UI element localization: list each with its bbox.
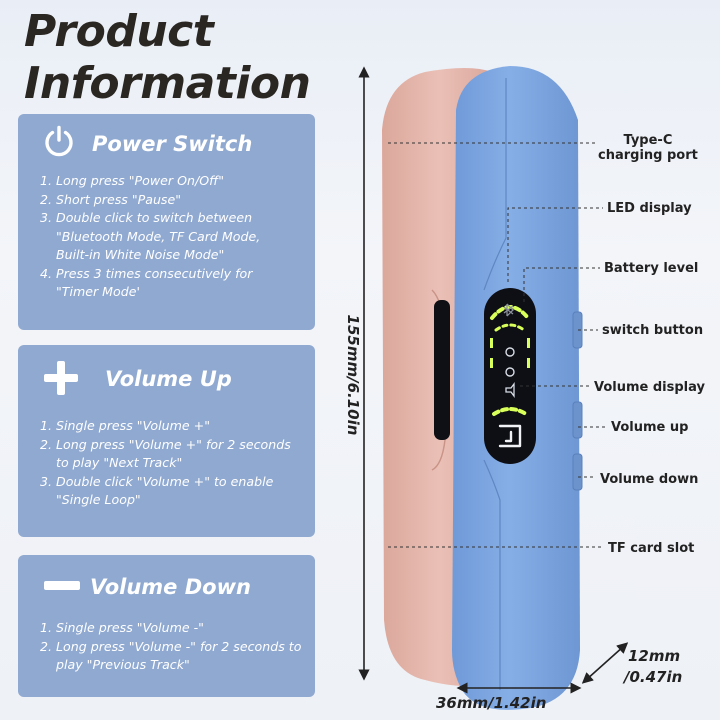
volume-up-instructions-list: 1.Single press "Volume +" 2.Long press "…	[40, 417, 307, 510]
list-item: 1.Single press "Volume +"	[40, 418, 210, 433]
volume-down-panel: Volume Down 1.Single press "Volume -" 2.…	[18, 555, 315, 697]
power-icon	[42, 124, 76, 158]
callout-tf-card-slot: TF card slot	[608, 541, 695, 556]
panel-header: Volume Up	[18, 345, 315, 395]
list-item: 1.Single press "Volume -"	[40, 620, 204, 635]
panel-title: Volume Up	[105, 367, 232, 391]
callout-switch-button: switch button	[602, 323, 704, 338]
list-item: 2.Short press "Pause"	[40, 191, 182, 207]
led-screen	[484, 288, 536, 464]
callout-typec-port: Type-C charging port	[598, 133, 698, 163]
panel-header: Power Switch	[18, 114, 315, 164]
page-title-line-2: Information	[24, 58, 311, 109]
panel-header: Volume Down	[18, 555, 315, 605]
minus-icon	[44, 581, 80, 591]
list-item: 2.Long press "Volume +" for 2 seconds to…	[40, 436, 291, 471]
page-title-line-1: Product	[24, 6, 214, 57]
list-item: 1.Long press "Power On/Off"	[40, 173, 224, 188]
callout-battery-level: Battery level	[604, 261, 699, 276]
callout-leaders	[388, 142, 608, 548]
depth-dimension-label-1: 12mm	[628, 647, 681, 665]
power-instructions-list: 1.Long press "Power On/Off" 2.Short pres…	[40, 172, 307, 302]
list-item: 3.Double click "Volume +" to enable "Sin…	[40, 473, 274, 508]
volume-down-instructions-list: 1.Single press "Volume -" 2.Long press "…	[40, 619, 307, 675]
depth-dimension-label-2: /0.47in	[624, 668, 683, 686]
list-item: 3.Double click to switch between "Blueto…	[40, 210, 261, 262]
height-dimension-label: 155mm/6.10in	[344, 314, 362, 436]
width-dimension-label: 36mm/1.42in	[436, 694, 547, 712]
volume-up-panel: Volume Up 1.Single press "Volume +" 2.Lo…	[18, 345, 315, 537]
list-item: 2.Long press "Volume -" for 2 seconds to…	[40, 638, 302, 673]
power-switch-panel: Power Switch 1.Long press "Power On/Off"…	[18, 114, 315, 330]
plus-icon	[44, 361, 78, 395]
callout-volume-display: Volume display	[594, 380, 705, 395]
list-item: 4.Press 3 times consecutively for "Timer…	[40, 265, 253, 300]
callout-led-display: LED display	[607, 201, 692, 216]
callout-volume-up: Volume up	[611, 420, 689, 435]
callout-volume-down: Volume down	[600, 472, 699, 487]
panel-title: Volume Down	[90, 575, 251, 599]
panel-title: Power Switch	[92, 132, 253, 156]
